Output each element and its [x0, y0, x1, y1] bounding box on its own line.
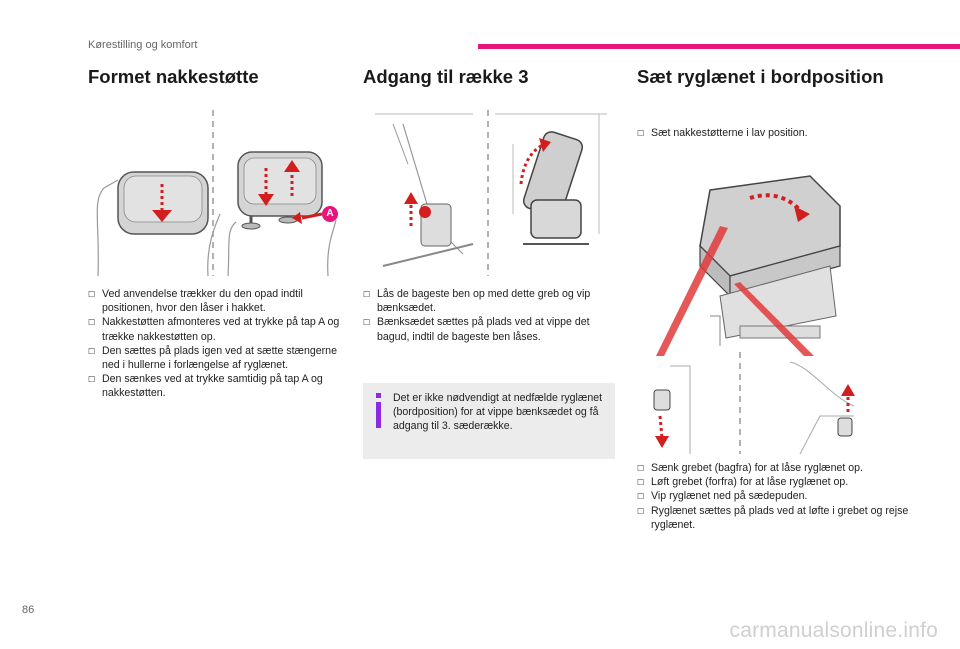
list-item: ☐Lås de bageste ben op med dette greb og… [363, 288, 591, 315]
title-formet-nakkestotte: Formet nakkestøtte [88, 66, 259, 87]
bullet-marker-icon: ☐ [88, 346, 96, 356]
bullet-marker-icon: ☐ [637, 506, 645, 516]
title-saet-ryglaenet-i-bordposition: Sæt ryglænet i bordposition [637, 66, 884, 87]
title-adgang-til-raekke-3: Adgang til række 3 [363, 66, 529, 87]
list-item: ☐Sæt nakkestøtterne i lav position. [637, 126, 907, 140]
watermark: carmanualsonline.info [729, 619, 938, 642]
page-number: 86 [22, 604, 35, 616]
header-accent-bar [478, 44, 960, 49]
list-item: ☐Den sænkes ved at trykke samtidig på ta… [88, 373, 323, 400]
info-note-text: Det er ikke nødvendigt at nedfælde ryglæ… [393, 392, 603, 433]
bullet-marker-icon: ☐ [88, 318, 96, 328]
list-item: ☐Ryglænet sættes på plads ved at løfte i… [637, 504, 909, 531]
bullet-marker-icon: ☐ [637, 492, 645, 502]
list-item: ☐Ved anvendelse trækker du den opad indt… [88, 288, 303, 315]
bullet-marker-icon: ☐ [637, 478, 645, 488]
intro-bullet: ☐Sæt nakkestøtterne i lav position. [637, 126, 907, 140]
list-item: ☐Vip ryglænet ned på sædepuden. [637, 489, 912, 503]
bullet-marker-icon: ☐ [88, 375, 96, 385]
bullet-marker-icon: ☐ [637, 464, 645, 473]
bullet-marker-icon: ☐ [363, 318, 371, 328]
illustration-seat-tilt [375, 110, 607, 276]
bullet-list-table-position: ☐Sænk grebet (bagfra) for at låse ryglæn… [637, 461, 912, 532]
illustration-headrest [96, 110, 337, 276]
bullet-list-headrest: ☐Ved anvendelse trækker du den opad indt… [88, 287, 343, 401]
section-label: Kørestilling og komfort [88, 39, 198, 51]
info-note: Det er ikke nødvendigt at nedfælde ryglæ… [363, 383, 615, 459]
list-item: ☐Løft grebet (forfra) for at låse ryglæn… [637, 475, 912, 489]
bullet-marker-icon: ☐ [363, 290, 371, 299]
list-item: ☐Sænk grebet (bagfra) for at låse ryglæn… [637, 461, 912, 475]
list-item: ☐Bænksædet sættes på plads ved at vippe … [363, 316, 590, 343]
bullet-marker-icon: ☐ [637, 129, 645, 138]
bullet-list-access: ☐Lås de bageste ben op med dette greb og… [363, 287, 613, 344]
info-icon [376, 393, 381, 428]
list-item: ☐Nakkestøtten afmonteres ved at trykke p… [88, 316, 340, 343]
callout-a: A [322, 206, 338, 222]
list-item: ☐Den sættes på plads igen ved at sætte s… [88, 344, 337, 372]
bullet-marker-icon: ☐ [88, 290, 96, 299]
illustration-table-position [653, 175, 855, 454]
